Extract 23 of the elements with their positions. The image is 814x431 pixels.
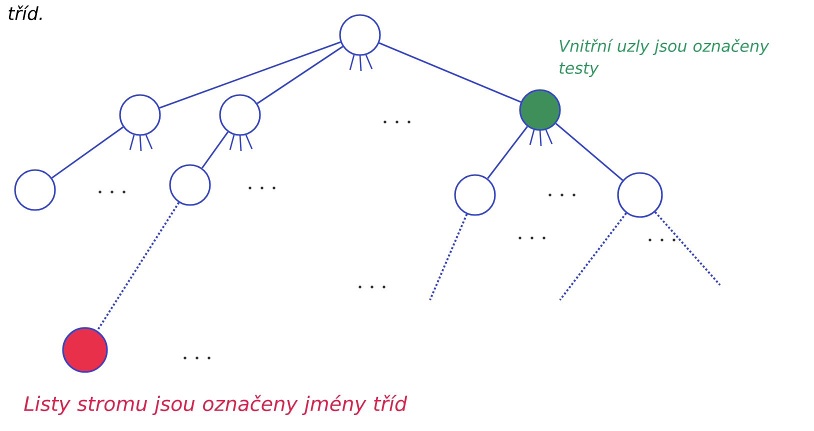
tree-node bbox=[119, 94, 161, 136]
tree-edge bbox=[201, 131, 229, 169]
tree-node bbox=[219, 94, 261, 136]
annotation: Listy stromu jsou označeny jmény tříd bbox=[24, 394, 408, 416]
annotation: Vnitřní uzly jsou označeny testy bbox=[560, 38, 770, 78]
tree-edge bbox=[159, 41, 341, 109]
test-node bbox=[519, 89, 561, 131]
tree-edge bbox=[256, 46, 344, 104]
tree-edge bbox=[378, 42, 522, 103]
tree-edge bbox=[51, 126, 124, 179]
tree-edge bbox=[654, 211, 721, 286]
heading-fragment: tříd. bbox=[8, 6, 42, 20]
leaf-node bbox=[62, 327, 108, 373]
tree-edge bbox=[555, 122, 624, 181]
tree-edge bbox=[487, 126, 528, 179]
tree-node bbox=[617, 172, 663, 218]
tree-node bbox=[14, 169, 56, 211]
tree-edge bbox=[429, 214, 468, 300]
tree-edge bbox=[559, 212, 627, 301]
tree-node bbox=[454, 174, 496, 216]
tree-node bbox=[339, 14, 381, 56]
tree-node bbox=[169, 164, 211, 206]
tree-edge bbox=[96, 202, 180, 332]
